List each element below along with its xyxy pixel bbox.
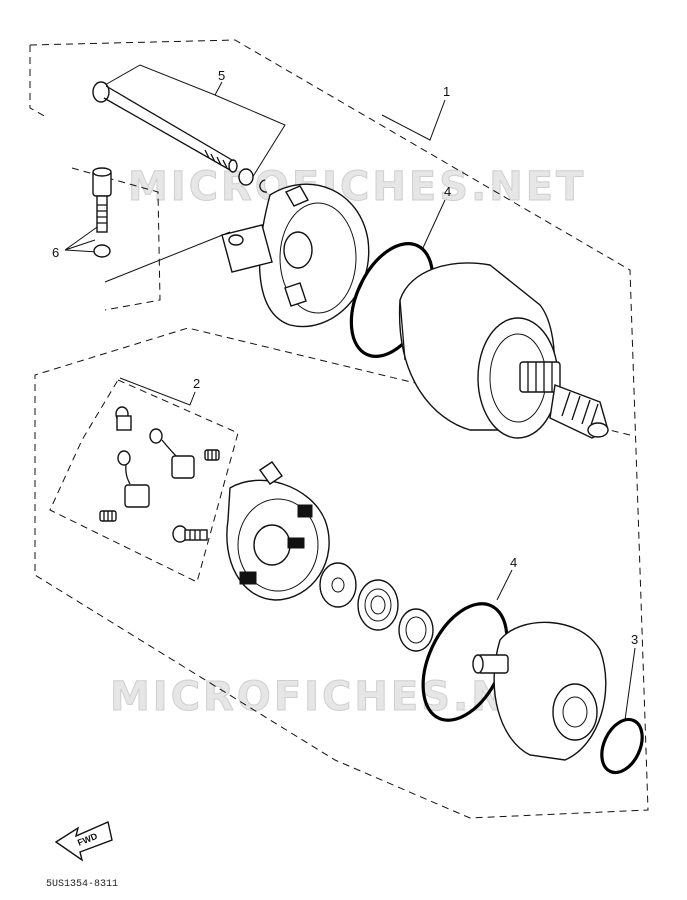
yoke-assembly	[398, 262, 609, 439]
brush-set	[99, 406, 220, 522]
leader-3	[624, 647, 636, 721]
brush-holder-screw	[172, 525, 208, 543]
leader-5	[104, 64, 223, 96]
o-ring-rear	[600, 717, 644, 775]
callout-4-bottom: 4	[510, 555, 517, 570]
forward-arrow-icon: FWD	[54, 821, 113, 862]
bolt-washer	[93, 244, 111, 258]
leader-front-cover	[104, 231, 231, 283]
callout-1: 1	[443, 84, 450, 99]
washer	[238, 168, 254, 186]
brush-holder-plate	[226, 461, 330, 601]
assembly-boundary-2	[49, 379, 239, 583]
part-code: 5US1354-8311	[46, 879, 118, 890]
leader-6b	[64, 249, 99, 253]
leader-1	[381, 99, 446, 141]
assembly-boundary-1-upper	[29, 45, 49, 119]
thrust-washer	[319, 562, 357, 608]
front-cover	[221, 183, 370, 328]
assembly-boundary-1	[29, 39, 649, 819]
bearing	[357, 579, 399, 631]
oil-seal	[398, 608, 434, 652]
callout-4-top: 4	[444, 184, 451, 199]
leader-5b	[214, 94, 286, 179]
leader-2	[119, 377, 196, 406]
leader-4b	[496, 569, 513, 601]
through-bolt	[92, 81, 238, 173]
o-ring-small	[259, 179, 268, 193]
callout-5: 5	[218, 68, 225, 83]
leader-6	[64, 224, 101, 251]
watermark-top: MICROFICHES.NET	[128, 164, 586, 210]
leader-4a	[421, 199, 446, 251]
callout-2: 2	[193, 376, 200, 391]
assembly-boundary-6	[71, 167, 161, 311]
socket-head-bolt	[92, 167, 112, 233]
watermark-bottom: MICROFICHES.NET	[110, 674, 568, 720]
rear-cover	[472, 621, 607, 761]
callout-6: 6	[52, 245, 59, 260]
callout-3: 3	[631, 632, 638, 647]
